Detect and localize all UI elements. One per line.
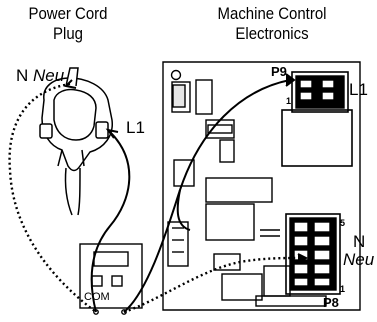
p9-pin1-label: 1 xyxy=(286,96,292,106)
plug-title-line2: Plug xyxy=(53,24,83,43)
mce-title-line2: Electronics xyxy=(235,24,309,43)
connector-p8-label: P8 xyxy=(323,295,339,310)
board-neutral-n-label: N xyxy=(353,232,366,251)
control-board xyxy=(162,61,361,311)
plug-neutral-n: N xyxy=(16,66,29,85)
power-cord-plug xyxy=(39,67,113,216)
plug-title-line1: Power Cord xyxy=(28,4,108,23)
board-neutral-neu-label: Neu xyxy=(343,250,375,269)
plug-neutral-label: N Neu xyxy=(16,66,64,86)
p8-pin5-label: 5 xyxy=(340,218,346,228)
board-l1-label: L1 xyxy=(349,80,368,99)
mce-title-line1: Machine Control xyxy=(217,4,327,23)
plug-l1-label: L1 xyxy=(126,118,145,137)
wires xyxy=(8,73,309,314)
plug-neutral-neu: Neu xyxy=(33,66,65,85)
connector-p9-label: P9 xyxy=(271,64,287,79)
meter-com-label: COM xyxy=(84,291,110,303)
p8-pin1-label: 1 xyxy=(340,284,346,294)
multimeter xyxy=(79,243,143,315)
